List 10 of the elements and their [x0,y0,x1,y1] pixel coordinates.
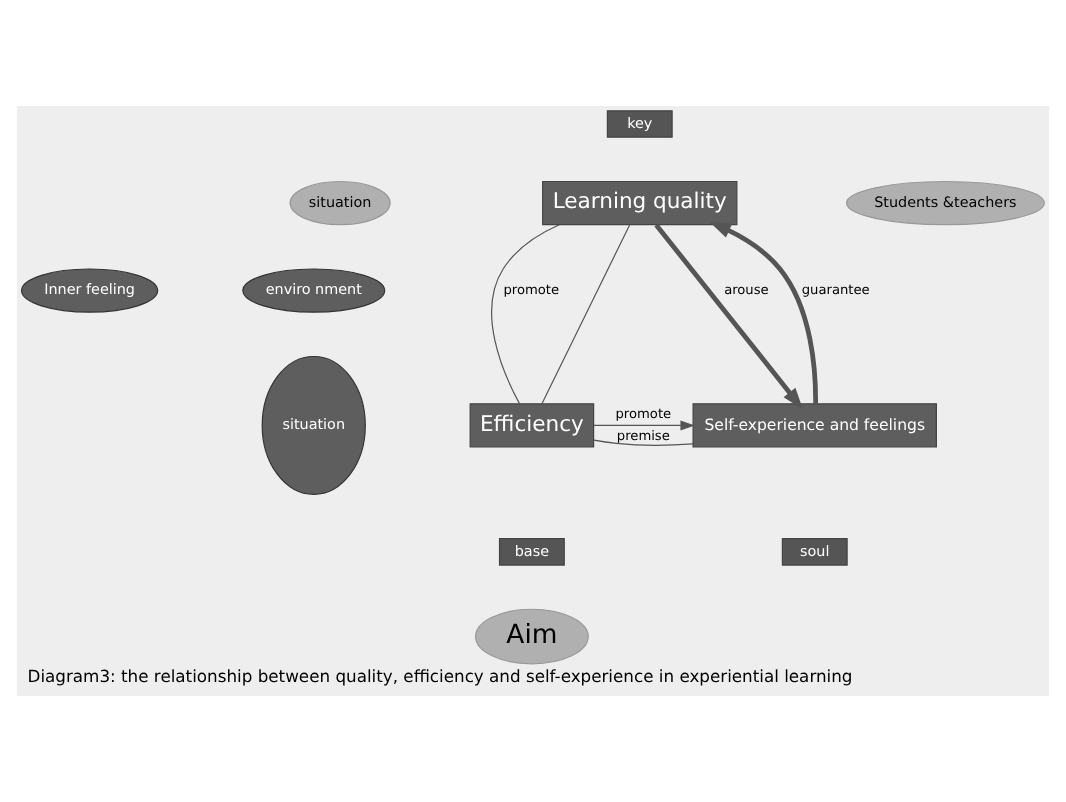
connector [593,439,694,446]
node-box: Learning quality [542,180,738,226]
connector [541,224,631,405]
arrow [654,223,803,410]
arrow [709,221,818,404]
caption: Diagram3: the relationship between quality, efficiency and self-experience in experiential learning [27,665,853,686]
arrow [593,420,695,431]
connector [491,224,560,404]
node-ellipse: Aim [474,608,589,665]
node-box: Efficiency [469,403,595,448]
